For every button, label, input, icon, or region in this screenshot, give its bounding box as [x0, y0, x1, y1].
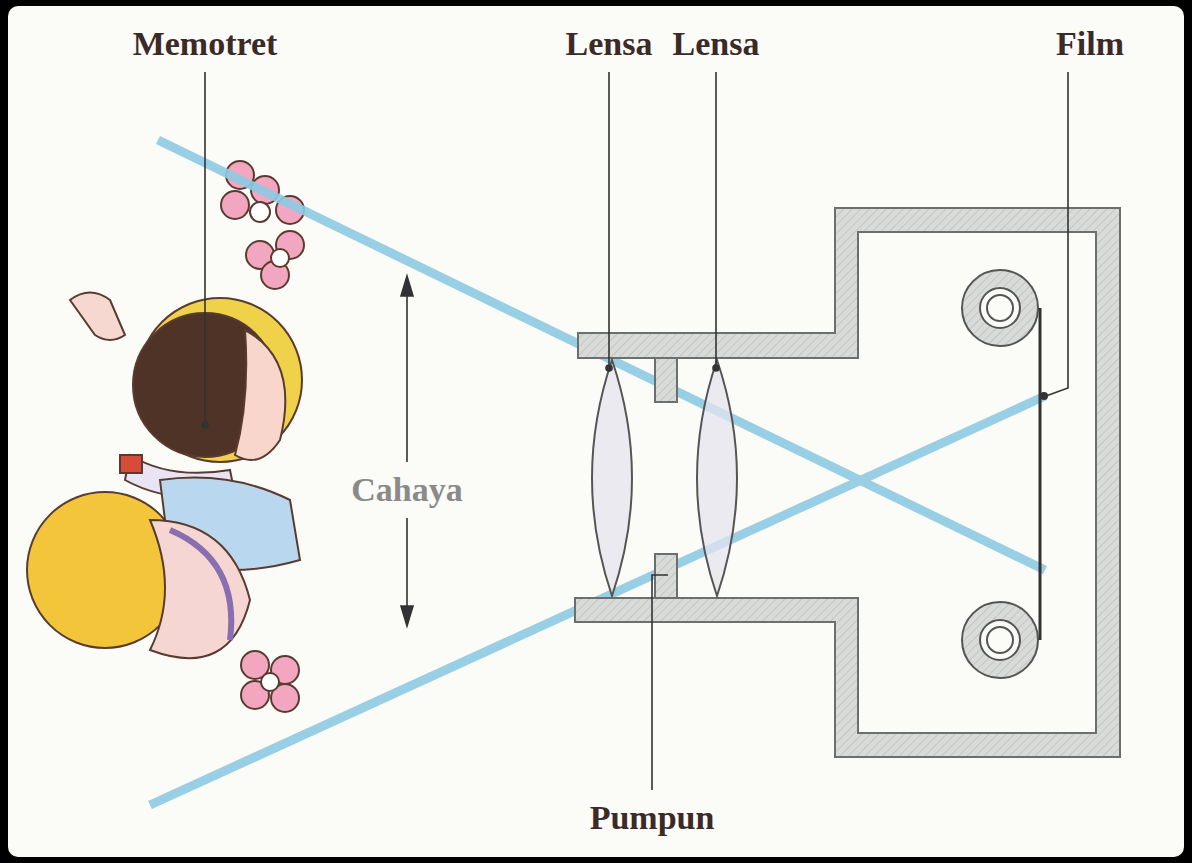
light-label: Cahaya	[345, 469, 468, 510]
lens-label: Lensa	[673, 25, 760, 62]
paper-ground	[8, 6, 1184, 857]
light-ray	[150, 140, 1045, 805]
children-figure	[27, 161, 304, 712]
leader-line	[202, 72, 1068, 790]
memotret-label: Memotret	[133, 25, 278, 62]
camera-body	[575, 208, 1120, 757]
film-strip	[1039, 308, 1042, 640]
focus-stop	[655, 358, 677, 402]
focus-label: Pumpun	[590, 799, 715, 836]
lens-label: Lensa	[566, 25, 653, 62]
focus-stop	[655, 554, 677, 598]
light-arrow	[401, 276, 413, 626]
film-label: Film	[1056, 25, 1124, 62]
lens	[592, 360, 632, 596]
lens	[697, 360, 737, 596]
film-reel	[962, 270, 1038, 678]
